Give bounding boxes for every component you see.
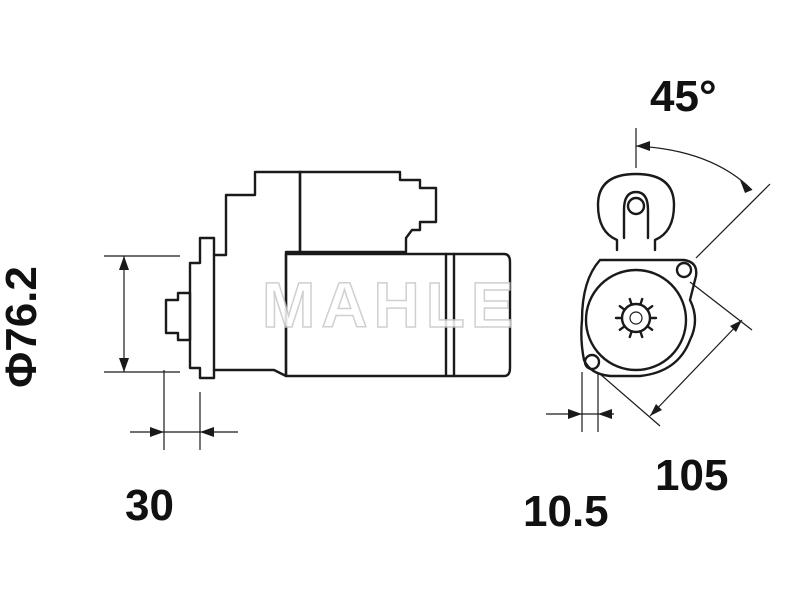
gear-tooth (628, 297, 633, 306)
len-arrow-left (150, 427, 164, 437)
length-30-label: 30 (125, 481, 174, 530)
offset-arrow-right (598, 409, 612, 419)
flange-ext-top (689, 281, 753, 331)
angle-ref-diagonal (695, 183, 771, 259)
flange-105-label: 105 (655, 451, 729, 500)
solenoid-terminal (596, 172, 676, 252)
dia-arrow-bottom (119, 358, 129, 372)
watermark: MAHLE (261, 268, 520, 342)
gear-tooth (628, 330, 633, 339)
front-flange (580, 258, 698, 378)
front-view (546, 128, 771, 432)
front-housing-circle (584, 268, 688, 372)
flange-ext-bottom (599, 373, 661, 427)
gear-tooth (618, 304, 626, 312)
angle-arrow-end (740, 180, 752, 193)
gear-tooth (639, 297, 644, 306)
side-view (104, 170, 512, 450)
flange-arrow-bottom (650, 404, 662, 416)
mounting-flange (188, 236, 216, 380)
end-cap (444, 252, 512, 378)
pinion-gear (614, 297, 658, 339)
bolt-hole-top (675, 261, 693, 279)
angle-arc (635, 145, 753, 191)
gear-tooth (646, 324, 654, 332)
diameter-label: Φ76.2 (0, 266, 46, 388)
len-arrow-right (200, 427, 214, 437)
flange-arrow-top (730, 320, 742, 332)
gear-tooth (618, 324, 626, 332)
angle-45-label: 45° (650, 72, 717, 121)
offset-10-5-label: 10.5 (523, 487, 609, 536)
bolt-hole-bottom (583, 353, 601, 371)
terminal-slot (622, 190, 650, 240)
terminal-hole (626, 196, 646, 216)
gear-tooth (646, 304, 654, 312)
angle-arrow-start (636, 141, 650, 151)
flange-dim-line (649, 319, 743, 417)
gear-tooth (639, 330, 644, 339)
dia-arrow-top (119, 256, 129, 270)
solenoid (298, 170, 438, 254)
offset-arrow-left (568, 409, 582, 419)
pinion-shaft (164, 291, 192, 342)
